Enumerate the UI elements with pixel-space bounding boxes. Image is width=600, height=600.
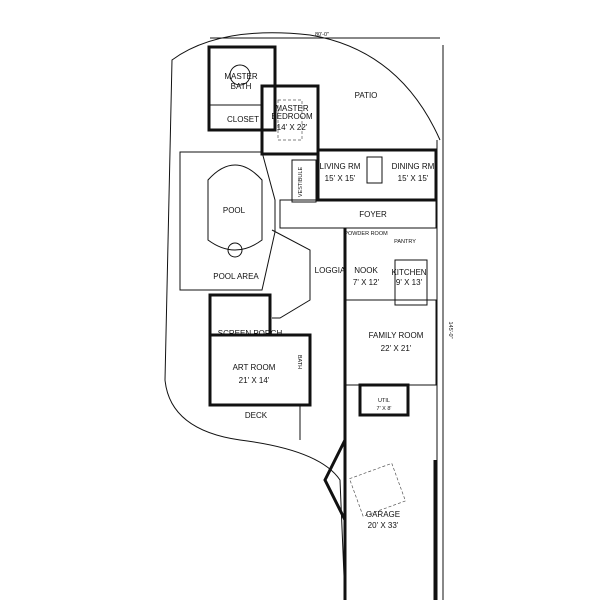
- master-bedroom: [260, 84, 320, 156]
- label-garage: GARAGE: [366, 510, 400, 519]
- label-family-room-size: 22' X 21': [381, 344, 412, 353]
- label-foyer: FOYER: [359, 210, 387, 219]
- label-dining: DINING RM: [392, 162, 435, 171]
- label-pool: POOL: [223, 206, 246, 215]
- label-master-bedroom-2: BEDROOM: [271, 112, 313, 121]
- label-powder: POWDER ROOM: [344, 231, 388, 237]
- label-art-room: ART ROOM: [233, 363, 276, 372]
- label-nook-size: 7' X 12': [353, 278, 380, 287]
- fireplace: [366, 156, 383, 184]
- car-outline: [349, 462, 406, 517]
- spa: [227, 242, 243, 258]
- label-family-room: FAMILY ROOM: [369, 331, 424, 340]
- label-kitchen-size: 9' X 13': [396, 278, 423, 287]
- garage-entry-wall: [323, 439, 347, 521]
- kitchen-island: [394, 259, 428, 306]
- label-living-size: 15' X 15': [325, 174, 356, 183]
- pool: [207, 164, 263, 251]
- garage-outline: [343, 440, 437, 600]
- label-master-bath-1: MASTER: [224, 72, 258, 81]
- label-dining-size: 15' X 15': [398, 174, 429, 183]
- label-pool-area: POOL AREA: [213, 272, 259, 281]
- label-master-bedroom-1: MASTER: [275, 104, 309, 113]
- deck-outline: [210, 404, 301, 440]
- dimension-depth: 145'-0": [447, 321, 453, 338]
- label-art-room-size: 21' X 14': [239, 376, 270, 385]
- label-utility-size: 7' X 8': [377, 406, 392, 412]
- pool-area-outline: [179, 151, 276, 291]
- label-utility: UTIL: [378, 398, 390, 404]
- label-master-bath-2: BATH: [231, 82, 252, 91]
- tray-ceiling: [277, 99, 303, 141]
- utility-room: [358, 383, 410, 417]
- label-closet: CLOSET: [227, 115, 259, 124]
- label-bath: BATH: [296, 355, 302, 369]
- dimension-width: 80'-0": [315, 32, 329, 38]
- label-pantry: PANTRY: [394, 239, 416, 245]
- label-deck: DECK: [245, 411, 268, 420]
- tub: [229, 64, 251, 86]
- label-garage-size: 20' X 33': [368, 521, 399, 530]
- loggia-outline: [271, 229, 311, 319]
- master-bath-closet: [207, 45, 277, 132]
- label-vestibule: VESTIBULE: [298, 167, 304, 198]
- foyer-room: [279, 199, 437, 229]
- label-screen-porch: SCREEN PORCH: [218, 329, 283, 338]
- label-nook: NOOK: [354, 266, 378, 275]
- family-room-outline: [344, 299, 437, 386]
- label-patio: PATIO: [355, 91, 378, 100]
- label-living: LIVING RM: [320, 162, 361, 171]
- site-boundary: [164, 32, 441, 600]
- label-loggia: LOGGIA: [315, 266, 346, 275]
- label-kitchen: KITCHEN: [391, 268, 426, 277]
- vestibule-room: [291, 159, 317, 203]
- label-master-bedroom-size: 14' X 22': [277, 123, 308, 132]
